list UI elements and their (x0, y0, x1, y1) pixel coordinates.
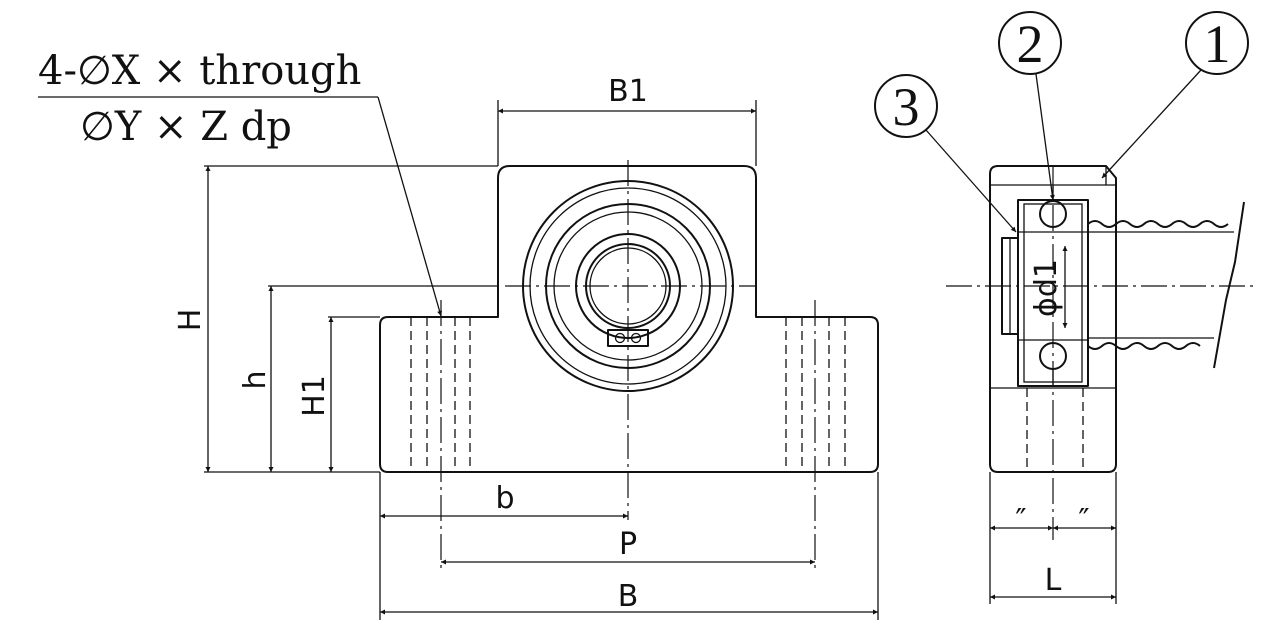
balloon-3-label: 3 (893, 77, 920, 137)
balloon-2-label: 2 (1017, 14, 1044, 74)
dimension-B-label: B (618, 579, 639, 614)
dimension-H-label: H (173, 309, 208, 332)
side-housing-outline (989, 165, 1117, 473)
dimension-h-label: h (238, 370, 273, 389)
front-view: B1 H h H1 b P B (173, 74, 879, 620)
dimension-B1-label: B1 (608, 74, 648, 109)
snap-ring-hole-right (630, 332, 642, 344)
hole-note-line1: 4-∅X × through (38, 48, 361, 94)
dimension-H1-label: H1 (297, 375, 332, 417)
shaft-thread-bottom (1087, 342, 1201, 350)
housing-outline (379, 165, 879, 473)
dimension-seg-left-label: ″ (1015, 503, 1026, 538)
part-balloon-3: 3 (874, 74, 1017, 233)
dimension-L-label: L (1045, 563, 1062, 598)
part-balloon-2: 2 (998, 11, 1062, 201)
dimension-P-label: P (619, 527, 637, 562)
dimension-seg-right-label: ″ (1078, 503, 1089, 538)
shaft-thread-top (1087, 220, 1229, 228)
note-leader (377, 96, 443, 317)
dimension-b-label: b (495, 481, 514, 516)
dimension-d1-label: ϕd1 (1029, 259, 1064, 317)
hole-note: 4-∅X × through ∅Y × Z dp (38, 48, 443, 317)
part-balloon-1: 1 (1101, 11, 1249, 179)
hole-note-line2: ∅Y × Z dp (80, 104, 292, 150)
left-mounting-hole-hidden (410, 317, 471, 472)
shaft-break-line (1213, 201, 1245, 369)
snap-ring-hole-left (614, 332, 626, 344)
balloon-1-label: 1 (1204, 14, 1231, 74)
right-mounting-hole-hidden (785, 317, 846, 472)
side-view: ϕd1 ″ ″ L (946, 165, 1258, 604)
